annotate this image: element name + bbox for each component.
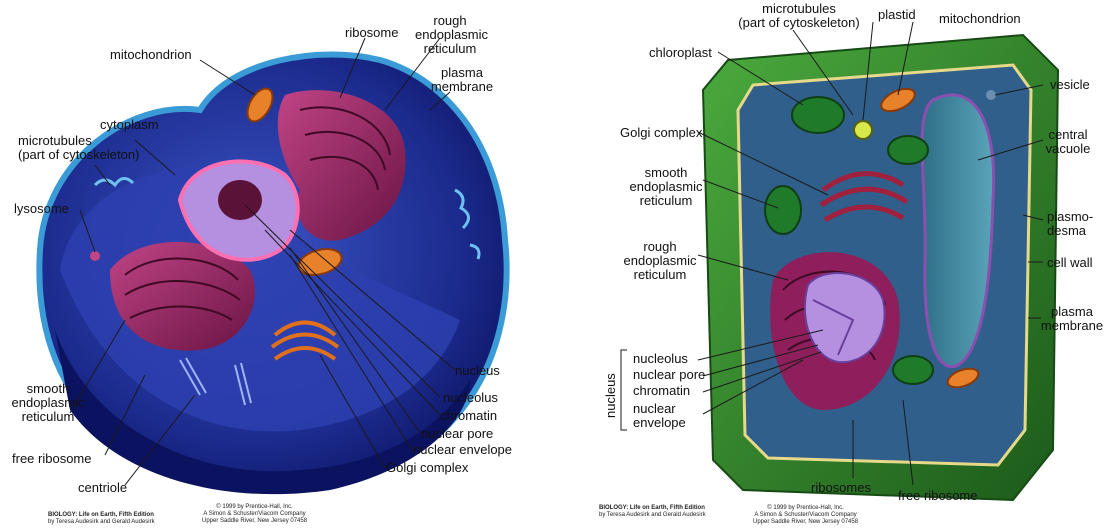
animal-label-ribosome: ribosome bbox=[345, 26, 398, 40]
plant-cell-panel: microtubules (part of cytoskeleton) plas… bbox=[553, 0, 1107, 531]
plant-label-microtubules-line2: (part of cytoskeleton) bbox=[729, 16, 869, 30]
plant-label-chromatin: chromatin bbox=[633, 384, 690, 398]
animal-label-smooth-er-line2: endoplasmic bbox=[8, 396, 88, 410]
animal-label-rough-er-line1: rough bbox=[415, 14, 485, 28]
plant-label-microtubules-line1: microtubules bbox=[729, 2, 869, 16]
animal-label-nuclear-envelope: nuclear envelope bbox=[413, 443, 512, 457]
plant-label-free-ribosome: free ribosome bbox=[898, 489, 977, 503]
animal-label-mitochondrion: mitochondrion bbox=[110, 48, 192, 62]
animal-lysosome bbox=[90, 251, 100, 261]
plant-label-smooth-er: smooth endoplasmic reticulum bbox=[621, 166, 711, 208]
plant-label-vesicle: vesicle bbox=[1050, 78, 1090, 92]
plant-label-vacuole-line1: central bbox=[1039, 128, 1097, 142]
plant-credit-copyright: © 1999 by Prentice-Hall, Inc. bbox=[767, 505, 843, 511]
plant-label-smooth-er-line2: endoplasmic bbox=[621, 180, 711, 194]
animal-label-microtubules: microtubules (part of cytoskeleton) bbox=[18, 134, 139, 162]
plant-label-nuclear-line1: nuclear bbox=[633, 402, 686, 416]
animal-label-microtubules-line2: (part of cytoskeleton) bbox=[18, 148, 139, 162]
plant-label-plasma-line1: plasma bbox=[1039, 305, 1105, 319]
animal-label-nuclear-pore: nuclear pore bbox=[421, 427, 493, 441]
animal-label-rough-er: rough endoplasmic reticulum bbox=[415, 14, 485, 56]
plant-label-golgi: Golgi complex bbox=[620, 126, 702, 140]
animal-credit-copyright: © 1999 by Prentice-Hall, Inc. bbox=[216, 504, 292, 510]
plant-label-nuclear-envelope: nuclear envelope bbox=[633, 402, 686, 430]
animal-label-rough-er-line2: endoplasmic bbox=[415, 28, 485, 42]
animal-label-microtubules-line1: microtubules bbox=[18, 134, 139, 148]
animal-label-cytoplasm: cytoplasm bbox=[100, 118, 159, 132]
plant-vesicle bbox=[986, 90, 996, 100]
animal-credit-authors: by Teresa Audesirk and Gerald Audesirk bbox=[48, 519, 155, 525]
plant-label-chloroplast: chloroplast bbox=[649, 46, 712, 60]
plant-label-nuclear-pore: nuclear pore bbox=[633, 368, 705, 382]
animal-label-smooth-er-line3: reticulum bbox=[8, 410, 88, 424]
animal-credit-title: BIOLOGY: Life on Earth, Fifth Edition bbox=[48, 512, 154, 518]
animal-label-smooth-er: smooth endoplasmic reticulum bbox=[8, 382, 88, 424]
animal-cell-panel: mitochondrion ribosome rough endoplasmic… bbox=[0, 0, 553, 531]
animal-label-plasma-line1: plasma bbox=[430, 66, 494, 80]
plant-chloroplast-4 bbox=[893, 356, 933, 384]
plant-label-microtubules: microtubules (part of cytoskeleton) bbox=[729, 2, 869, 30]
animal-credit-publisher: © 1999 by Prentice-Hall, Inc. A Simon & … bbox=[202, 504, 307, 525]
plant-credit-title: BIOLOGY: Life on Earth, Fifth Edition bbox=[599, 505, 705, 511]
animal-label-lysosome: lysosome bbox=[14, 202, 69, 216]
animal-label-plasma-line2: membrane bbox=[430, 80, 494, 94]
plant-chloroplast-3 bbox=[765, 186, 801, 234]
plant-label-rough-er-line1: rough bbox=[615, 240, 705, 254]
plant-label-vacuole-line2: vacuole bbox=[1039, 142, 1097, 156]
plant-label-plastid: plastid bbox=[878, 8, 916, 22]
plant-label-smooth-er-line3: reticulum bbox=[621, 194, 711, 208]
animal-label-nucleus: nucleus bbox=[455, 364, 500, 378]
plant-label-nuclear-line2: envelope bbox=[633, 416, 686, 430]
plant-label-ribosomes: ribosomes bbox=[811, 481, 871, 495]
plant-chloroplast-2 bbox=[888, 136, 928, 164]
animal-label-plasma-membrane: plasma membrane bbox=[430, 66, 494, 94]
animal-credit-address: Upper Saddle River, New Jersey 07458 bbox=[202, 518, 307, 524]
plant-label-mitochondrion: mitochondrion bbox=[939, 12, 1021, 26]
plant-label-central-vacuole: central vacuole bbox=[1039, 128, 1097, 156]
plant-label-plasma-line2: membrane bbox=[1039, 319, 1105, 333]
animal-label-chromatin: chromatin bbox=[440, 409, 497, 423]
plant-label-plasmodesma-line1: plasmo- bbox=[1047, 210, 1093, 224]
plant-credit-authors: by Teresa Audesirk and Gerald Audesirk bbox=[599, 512, 706, 518]
plant-chloroplast bbox=[792, 97, 844, 133]
plant-label-rough-er-line2: endoplasmic bbox=[615, 254, 705, 268]
plant-credit-book: BIOLOGY: Life on Earth, Fifth Edition by… bbox=[599, 505, 706, 519]
animal-credit-company: A Simon & Schuster/Viacom Company bbox=[203, 511, 305, 517]
plant-credit-publisher: © 1999 by Prentice-Hall, Inc. A Simon & … bbox=[753, 505, 858, 526]
plant-label-plasma-membrane: plasma membrane bbox=[1039, 305, 1105, 333]
plant-label-smooth-er-line1: smooth bbox=[621, 166, 711, 180]
animal-label-rough-er-line3: reticulum bbox=[415, 42, 485, 56]
plant-label-rough-er: rough endoplasmic reticulum bbox=[615, 240, 705, 282]
animal-label-centriole: centriole bbox=[78, 481, 127, 495]
plant-plastid bbox=[854, 121, 872, 139]
animal-credit-book: BIOLOGY: Life on Earth, Fifth Edition by… bbox=[48, 512, 155, 526]
plant-label-nucleolus: nucleolus bbox=[633, 352, 688, 366]
plant-label-plasmodesma: plasmo- desma bbox=[1047, 210, 1093, 238]
plant-nucleus bbox=[805, 273, 885, 362]
plant-credit-company: A Simon & Schuster/Viacom Company bbox=[754, 512, 856, 518]
animal-label-smooth-er-line1: smooth bbox=[8, 382, 88, 396]
plant-credit-address: Upper Saddle River, New Jersey 07458 bbox=[753, 519, 858, 525]
plant-label-cell-wall: cell wall bbox=[1047, 256, 1093, 270]
plant-label-plasmodesma-line2: desma bbox=[1047, 224, 1093, 238]
plant-label-nucleus-group: nucleus bbox=[603, 373, 618, 418]
animal-label-free-ribosome: free ribosome bbox=[12, 452, 91, 466]
animal-label-golgi: Golgi complex bbox=[386, 461, 468, 475]
plant-nucleus-bracket bbox=[621, 350, 627, 430]
animal-label-nucleolus: nucleolus bbox=[443, 391, 498, 405]
plant-label-rough-er-line3: reticulum bbox=[615, 268, 705, 282]
